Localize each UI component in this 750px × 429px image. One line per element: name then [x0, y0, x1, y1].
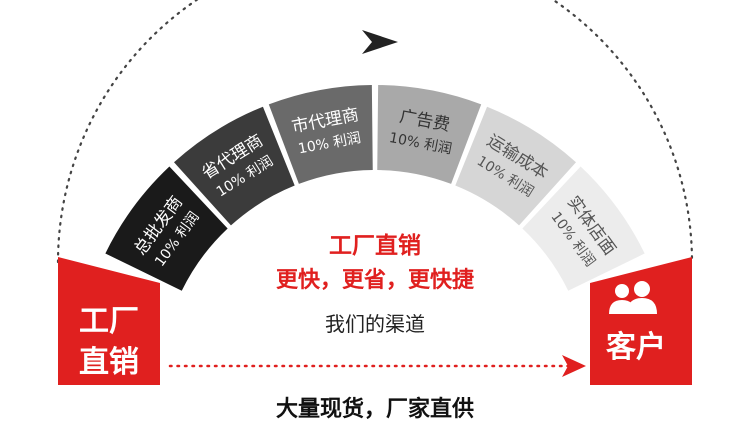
segment-2 [174, 106, 295, 226]
customer-block [590, 257, 692, 385]
customer-label: 客户 [606, 330, 666, 365]
bottom-tagline: 大量现货，厂家直供 [276, 396, 474, 422]
segment-5 [455, 106, 576, 226]
center-channel: 我们的渠道 [325, 312, 425, 336]
factory-direct-block [58, 257, 160, 385]
segment-4 [377, 85, 482, 184]
top-arrow-icon [362, 30, 398, 54]
factory-direct-line2: 直销 [79, 345, 139, 380]
segment-1 [105, 166, 228, 291]
outer-dotted-arc [56, 0, 694, 264]
segment-6 [522, 166, 645, 291]
users-icon [609, 281, 657, 314]
direct-arrow-icon [562, 355, 586, 377]
segment-3 [268, 85, 373, 184]
center-slogan: 更快，更省，更快捷 [276, 268, 475, 293]
center-title: 工厂直销 [329, 232, 421, 259]
profit-segments: 总批发商10% 利润省代理商10% 利润市代理商10% 利润广告费10% 利润运… [105, 85, 645, 291]
factory-direct-line1: 工厂 [79, 304, 139, 339]
